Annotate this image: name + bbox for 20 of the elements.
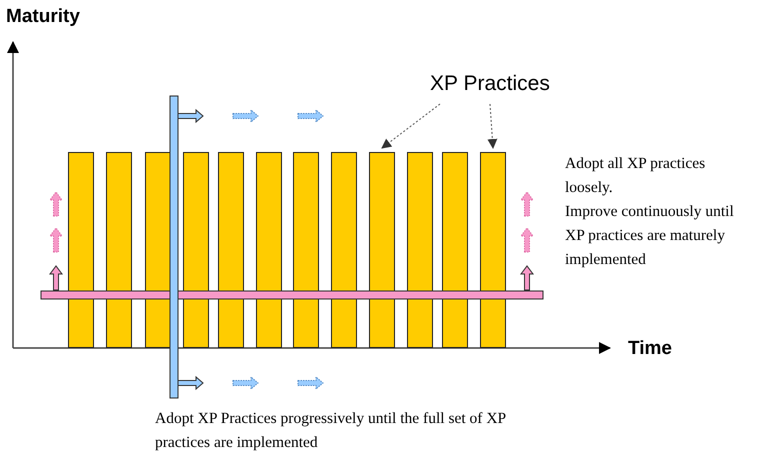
- practice-bar: [442, 152, 468, 348]
- practice-bar: [331, 152, 357, 348]
- note-text: Adopt XP Practices progressively until the full set of XP practices are implemented: [155, 409, 507, 453]
- leader-arrow: [487, 104, 498, 149]
- practice-bar: [145, 152, 171, 348]
- practice-bar: [106, 152, 132, 348]
- heading-text: XP Practices: [430, 72, 550, 96]
- axis-label: Maturity: [6, 6, 80, 28]
- practice-bar: [369, 152, 395, 348]
- practice-bar: [183, 152, 209, 348]
- axis-label: Time: [628, 338, 672, 360]
- practice-bar: [218, 152, 244, 348]
- note-text: Improve continuously until XP practices are maturely implemented: [565, 202, 735, 270]
- practice-bar: [256, 152, 282, 348]
- leader-arrow: [381, 104, 440, 149]
- practice-bar: [480, 152, 506, 348]
- practice-bar: [68, 152, 94, 348]
- practice-bar: [407, 152, 433, 348]
- note-text: Adopt all XP practices loosely.: [565, 154, 706, 198]
- practice-bar: [293, 152, 319, 348]
